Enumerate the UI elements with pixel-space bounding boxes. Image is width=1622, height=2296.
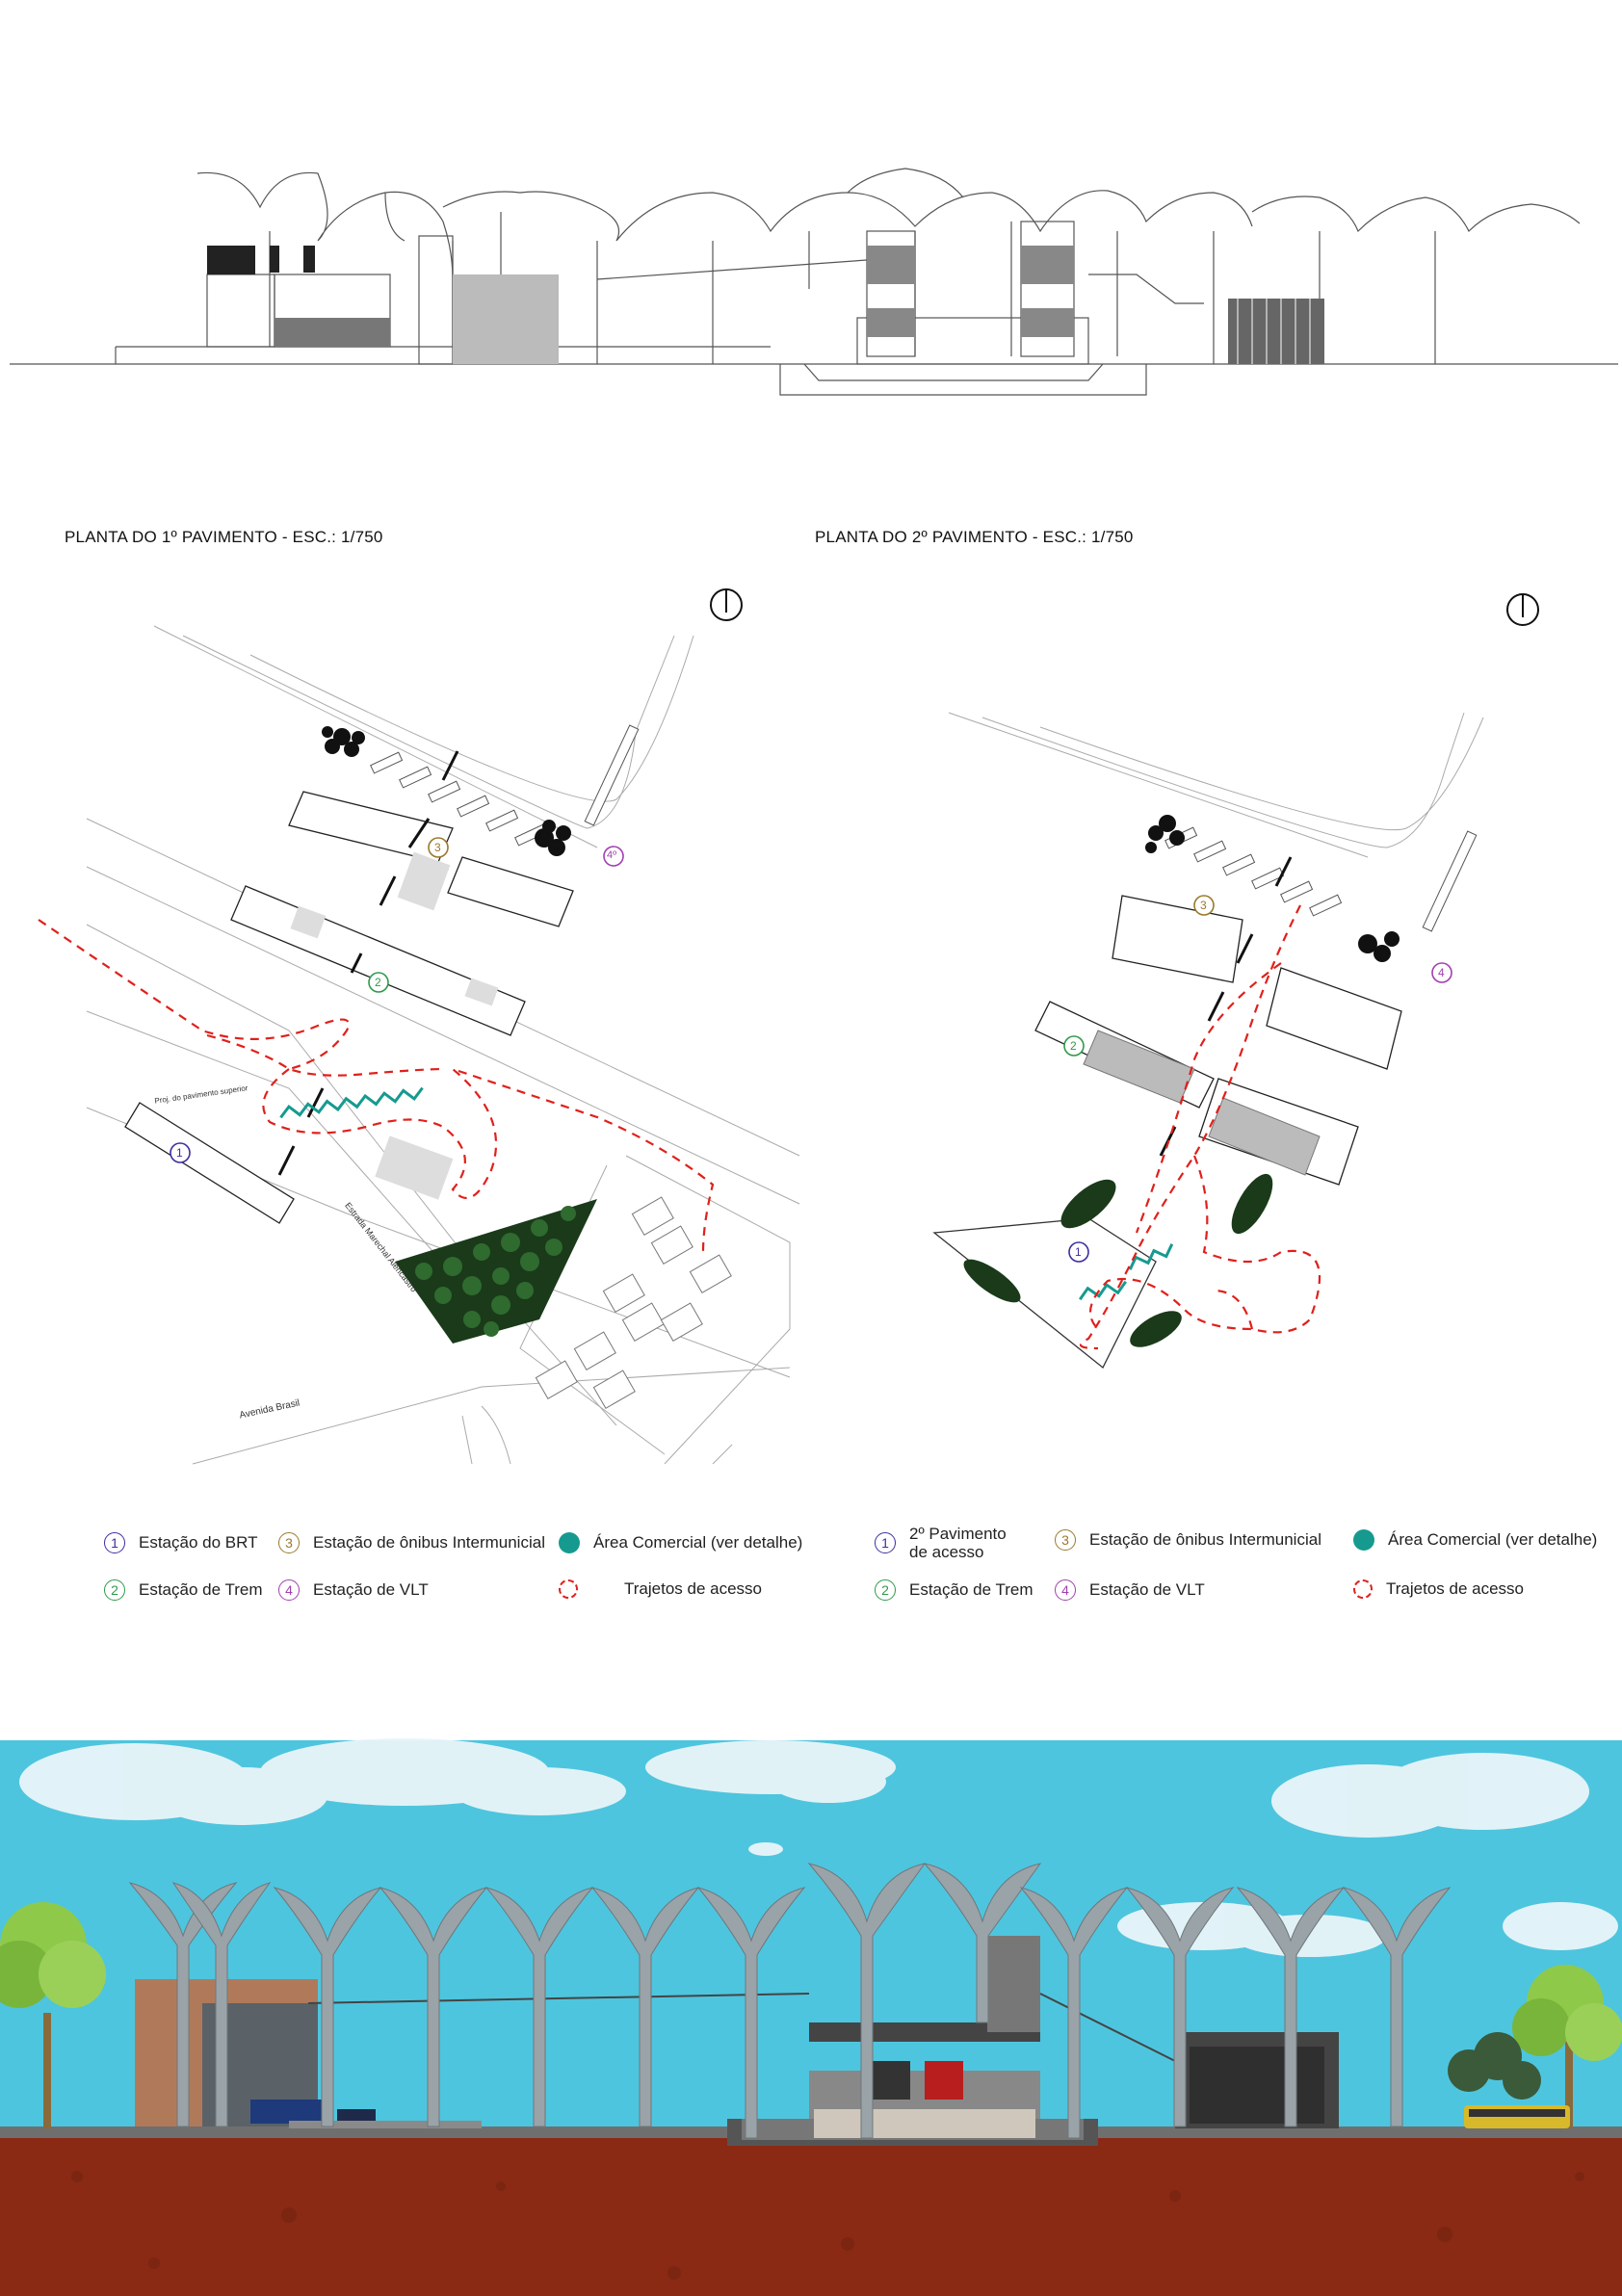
legend1-bus: 3 Estação de ônibus Intermunicial [278, 1532, 545, 1553]
avenida-label: Avenida Brasil [238, 1397, 301, 1422]
plan2-marker-2: 2 [1070, 1039, 1077, 1053]
plan1-marker-1: 1 [176, 1146, 183, 1160]
tree-left [0, 1902, 106, 2128]
legend2-bus: 3 Estação de ônibus Intermunicial [1055, 1529, 1321, 1551]
legend-label: Estação do BRT [139, 1533, 258, 1552]
legend-label: Estação de VLT [313, 1580, 429, 1599]
legend1-commercial: Área Comercial (ver detalhe) [559, 1532, 802, 1553]
legend2-train: 2 Estação de Trem [875, 1579, 1033, 1601]
north-arrow-icon [710, 588, 743, 621]
legend2-access-floor: 1 2º Pavimento de acesso [875, 1525, 1007, 1561]
elevation-line-drawing [10, 168, 1618, 396]
legend-label-line2: de acesso [909, 1543, 984, 1561]
legend-label: Área Comercial (ver detalhe) [1388, 1530, 1598, 1549]
legend-number-badge: 1 [875, 1532, 896, 1553]
legend-number-badge: 1 [104, 1532, 125, 1553]
legend-number-badge: 2 [104, 1579, 125, 1601]
clouds [0, 1738, 1618, 1974]
legend1-paths: Trajetos de acesso [559, 1579, 762, 1599]
legend-label: Estação de Trem [909, 1580, 1033, 1599]
legend-label: Trajetos de acesso [624, 1579, 762, 1598]
legend-number-badge: 4 [278, 1579, 300, 1601]
legend-label: 2º Pavimento de acesso [909, 1525, 1007, 1561]
legend2-commercial: Área Comercial (ver detalhe) [1353, 1529, 1597, 1551]
legend-label: Estação de ônibus Intermunicial [1089, 1530, 1321, 1549]
legend-label: Estação de Trem [139, 1580, 263, 1599]
access-path-icon [559, 1579, 578, 1599]
legend1-train: 2 Estação de Trem [104, 1579, 263, 1601]
legend-label: Estação de ônibus Intermunicial [313, 1533, 545, 1552]
legend-number-badge: 2 [875, 1579, 896, 1601]
plan1-title: PLANTA DO 1º PAVIMENTO - ESC.: 1/750 [65, 528, 383, 546]
tree-right [1512, 1965, 1622, 2128]
soil [0, 2138, 1622, 2296]
legend2-paths: Trajetos de acesso [1353, 1579, 1524, 1599]
commercial-dot-icon [559, 1532, 580, 1553]
commercial-dot-icon [1353, 1529, 1374, 1551]
sky [0, 1740, 1622, 2138]
legend2-vlt: 4 Estação de VLT [1055, 1579, 1205, 1601]
plan1-marker-3: 3 [434, 841, 441, 854]
legend-label: Trajetos de acesso [1386, 1579, 1524, 1598]
umbrella-columns [128, 1863, 1452, 2139]
legend-label: Área Comercial (ver detalhe) [593, 1533, 803, 1552]
plan2-title: PLANTA DO 2º PAVIMENTO - ESC.: 1/750 [815, 528, 1134, 546]
legend-number-badge: 3 [278, 1532, 300, 1553]
legend-number-badge: 3 [1055, 1529, 1076, 1551]
plan1-marker-2: 2 [375, 976, 381, 989]
legend1-brt: 1 Estação do BRT [104, 1532, 257, 1553]
projecao-label: Proj. do pavimento superior [153, 1083, 249, 1106]
legend-number-badge: 4 [1055, 1579, 1076, 1601]
access-path-icon [1353, 1579, 1373, 1599]
plan2-marker-3: 3 [1200, 899, 1207, 912]
legend-label: Estação de VLT [1089, 1580, 1205, 1599]
plan2-marker-4: 4 [1438, 966, 1445, 979]
legend1-vlt: 4 Estação de VLT [278, 1579, 429, 1601]
legend-label-line1: 2º Pavimento [909, 1525, 1007, 1543]
plan1-marker-4: 4º [607, 849, 617, 861]
plan2-marker-1: 1 [1075, 1245, 1082, 1259]
north-arrow-icon [1506, 593, 1539, 626]
estrada-label: Estrada Marechal Alencastro [343, 1200, 419, 1294]
